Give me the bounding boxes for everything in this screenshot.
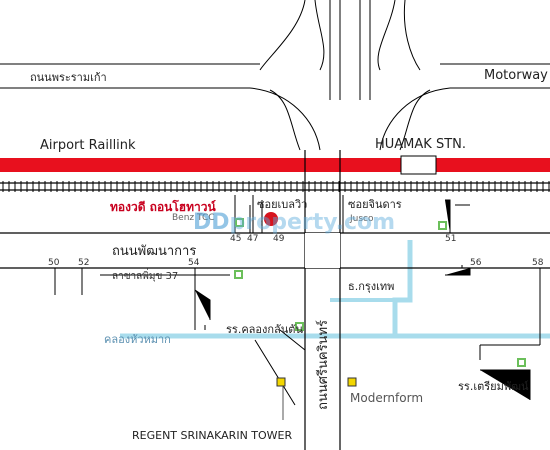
triam-road [480, 369, 531, 400]
soi-58 [479, 268, 541, 360]
rama9-road-label: ถนนพระรามเก้า [30, 71, 107, 84]
soi-47-number: 47 [247, 234, 259, 244]
soi-49-number: 49 [273, 234, 285, 244]
soi-54-number: 54 [188, 258, 200, 268]
huamak-station-label: HUAMAK STN. [375, 137, 466, 152]
interchange-core [329, 0, 371, 100]
regent-tower-label: REGENT SRINAKARIN TOWER [132, 429, 293, 442]
bangkok-bank-label: ธ.กรุงเทพ [348, 280, 395, 293]
canal-huamak-label: คลองหัวหมาก [104, 333, 171, 346]
huamak-station-box [400, 155, 437, 175]
thongkwadi-label: ทองวดี ถอนโฮทาวน์ [110, 200, 216, 214]
soi-58-number: 58 [532, 258, 544, 268]
watermark-prefix: DD [193, 210, 230, 235]
school-klongkon-marker [295, 322, 304, 331]
soi-45-number: 45 [230, 234, 242, 244]
ddproperty-watermark: DDproperty.com [193, 210, 395, 235]
watermark-rest: property.com [229, 210, 396, 235]
jusco-label: Jusco [350, 214, 374, 224]
school-block-road [194, 289, 211, 330]
lasalle-marker [234, 270, 243, 279]
soi-jinda-label: ซอยจินดาร [348, 198, 402, 211]
interchange-lower-ramps [249, 87, 451, 151]
thongkwadi-marker [264, 212, 278, 226]
soi-bellevue-label: ซอยเบลวิว [257, 198, 308, 211]
railway-ties [2, 181, 550, 192]
interchange-ramp-left [259, 0, 306, 71]
soi-56-number: 56 [470, 258, 482, 268]
srinakarin-feeder [254, 329, 306, 406]
jusco-marker [438, 221, 447, 230]
airport-rail-band [0, 158, 550, 172]
interchange-ramp-right [403, 0, 421, 71]
motorway-label: Motorway [484, 68, 548, 83]
soi-56 [445, 268, 471, 276]
interchange-loop-lower [269, 89, 431, 151]
regent-marker [276, 377, 286, 387]
soi-50-number: 50 [48, 258, 60, 268]
school-klongkon-label: รร.คลองกลันตัน [226, 323, 303, 336]
modernform-label: Modernform [350, 391, 424, 405]
benz-tcc-marker [235, 218, 244, 227]
soi-51 [445, 199, 470, 233]
interchange-ramp-left2 [314, 0, 325, 71]
school-triam-label: รร.เตรียมพัฒน์ [458, 380, 529, 393]
srinakarin-median-gap [305, 233, 340, 268]
interchange-ramp-right2 [377, 0, 396, 71]
soi-51-number: 51 [445, 234, 457, 244]
modernform-marker [347, 377, 357, 387]
soi-52-number: 52 [78, 258, 90, 268]
pattanakarn-road-label: ถนนพัฒนาการ [112, 244, 197, 259]
lasalle37-label: ลาซาลพิ่มุข 37 [112, 271, 179, 282]
soi-54-lasalle [100, 268, 230, 330]
rama9-road [0, 63, 550, 89]
triam-marker [517, 358, 526, 367]
srinakarin-road-label: ถนนศรีนครินทร์ [316, 320, 331, 410]
benz-tcc-label: Benz TCC [172, 213, 215, 223]
airport-raillink-label: Airport Raillink [40, 138, 136, 153]
